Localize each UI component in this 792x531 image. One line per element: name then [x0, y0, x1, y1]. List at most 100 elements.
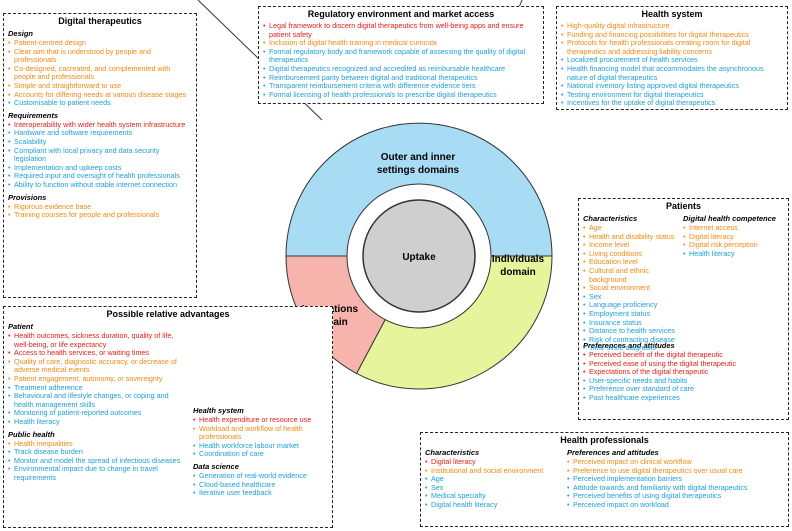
health-system-panel: Health system High-quality digital infra…: [556, 6, 788, 110]
list-item: Language proficiency: [583, 301, 679, 310]
list-item: Incentives for the uptake of digital the…: [561, 99, 783, 108]
list-item: Cloud-based healthcare: [193, 480, 331, 490]
list-item: Health and disability status: [583, 232, 679, 242]
list-item: Perceived implementation barriers: [567, 475, 787, 484]
health-system-advantages-list: Health expenditure or resource useWorklo…: [193, 415, 331, 459]
list-item: Preference to use digital therapeutics o…: [567, 466, 787, 476]
list-item: Legal framework to discern digital thera…: [263, 21, 539, 39]
list-item: Sex: [425, 483, 565, 493]
list-item: Institutional and social environment: [425, 466, 565, 476]
regulatory-panel: Regulatory environment and market access…: [258, 6, 544, 104]
outer-domain-label-line1: Outer and inner: [381, 152, 456, 163]
patients-panel: Patients Characteristics AgeHealth and d…: [578, 198, 789, 420]
uptake-core: [362, 199, 476, 313]
list-item: Cultural and ethnic background: [583, 266, 679, 284]
list-item: Interoperability with wider health syste…: [8, 120, 192, 130]
patient-advantages-list: Health outcomes, sickness duration, qual…: [8, 331, 190, 427]
list-item: Risk of contracting disease: [583, 335, 679, 345]
list-item: Internet access: [683, 223, 789, 233]
list-item: Time since diagnosis: [583, 344, 679, 353]
patients-preferences-list: Perceived benefit of the digital therape…: [583, 350, 784, 403]
patients-title: Patients: [665, 201, 701, 211]
list-item: Monitor and model the spread of infectio…: [8, 456, 190, 466]
list-item: Scalability: [8, 137, 192, 147]
list-item: Age: [583, 223, 679, 233]
individuals-label-line1: Individuals: [492, 254, 545, 265]
list-item: Perceived benefit of the digital therape…: [583, 350, 784, 360]
list-item: Health expenditure or resource use: [193, 415, 331, 425]
list-item: High-quality digital infrastructure: [561, 21, 783, 31]
provisions-heading: Provisions: [8, 192, 47, 202]
list-item: Iterative user feedback: [193, 489, 331, 498]
data-science-heading: Data science: [193, 461, 239, 471]
list-item: Perceived ease of using the digital ther…: [583, 359, 784, 369]
patients-characteristics-heading: Characteristics: [583, 214, 638, 223]
health-system-advantages-heading: Health system: [193, 406, 244, 415]
list-item: Perceived benefits of using digital ther…: [567, 492, 787, 501]
list-item: Education level: [583, 258, 679, 267]
health-system-title: Health system: [641, 9, 703, 19]
requirements-list: Interoperability with wider health syste…: [8, 120, 192, 190]
list-item: Social environment: [583, 284, 679, 293]
hp-characteristics-list: Digital literacyInstitutional and social…: [425, 457, 565, 510]
list-item: Health inequalities: [8, 439, 190, 449]
list-item: Digital risk perception: [683, 241, 789, 250]
digital-therapeutics-title: Digital therapeutics: [58, 16, 142, 26]
data-science-list: Generation of real-world evidenceCloud-b…: [193, 471, 331, 498]
public-health-list: Health inequalitiesTrack disease burdenM…: [8, 439, 190, 483]
hp-preferences-heading: Preferences and attitudes: [567, 448, 659, 457]
list-item: Monitoring of patient-reported outcomes: [8, 409, 190, 418]
design-list: Patient-centred designClear aim that is …: [8, 38, 192, 108]
list-item: Localized procurement of health services: [561, 56, 783, 65]
list-item: Perceived impact on workload: [567, 500, 787, 510]
list-item: Quality of care, diagnostic accuracy, or…: [8, 357, 190, 375]
list-item: Clear aim that is understood by people a…: [8, 47, 192, 65]
outer-domain-label-line2: settings domains: [377, 165, 460, 176]
advantages-title: Possible relative advantages: [106, 309, 230, 319]
list-item: Coordination of care: [193, 450, 331, 459]
individuals-domain: [355, 255, 553, 390]
advantages-panel: Possible relative advantages Patient Hea…: [3, 306, 333, 528]
list-item: Treatment adherence: [8, 383, 190, 393]
list-item: Testing environment for digital therapeu…: [561, 90, 783, 100]
list-item: Transparent reimbursement criteria with …: [263, 82, 539, 91]
list-item: Digital literacy: [683, 232, 789, 242]
provisions-list: Rigorous evidence baseTraining courses f…: [8, 202, 192, 220]
health-professionals-panel: Health professionals Characteristics Dig…: [420, 432, 789, 527]
list-item: Health workforce labour market: [193, 441, 331, 451]
list-item: Generation of real-world evidence: [193, 471, 331, 481]
list-item: Access to health services, or waiting ti…: [8, 349, 190, 358]
list-item: Hardware and software requirements: [8, 129, 192, 138]
list-item: Implementation and upkeep costs: [8, 163, 192, 173]
list-item: Health literacy: [8, 417, 190, 427]
list-item: Co-designed, cocreated, and complemented…: [8, 64, 192, 82]
list-item: Protocols for health professionals creat…: [561, 38, 783, 56]
list-item: Digital health literacy: [425, 500, 565, 510]
outer-settings-domain: [285, 122, 553, 257]
list-item: Attitude towards and familiarity with di…: [567, 483, 787, 493]
uptake-label: Uptake: [402, 252, 436, 263]
regulatory-title: Regulatory environment and market access: [307, 9, 495, 19]
design-heading: Design: [8, 29, 34, 38]
patients-competence-heading: Digital health competence: [683, 214, 776, 223]
list-item: Sex: [583, 292, 679, 302]
list-item: Accounts for differing needs at various …: [8, 90, 192, 100]
patients-competence-list: Internet accessDigital literacyDigital r…: [683, 223, 789, 258]
list-item: Digital therapeutics recognized and accr…: [263, 64, 539, 74]
list-item: Customisable to patient needs: [8, 99, 192, 108]
list-item: Formal regulatory body and framework cap…: [263, 47, 539, 65]
list-item: Compliant with local privacy and data se…: [8, 146, 192, 164]
requirements-heading: Requirements: [8, 110, 59, 120]
individuals-label-line2: domain: [500, 267, 536, 278]
list-item: Distance to health services: [583, 327, 679, 336]
list-item: Reimbursement parity between digital and…: [263, 73, 539, 83]
list-item: Health financing model that accommodates…: [561, 64, 783, 82]
list-item: Preference over standard of care: [583, 385, 784, 394]
list-item: Track disease burden: [8, 448, 190, 457]
list-item: Digital literacy: [425, 457, 565, 467]
list-item: Simple and straightforward to use: [8, 81, 192, 91]
patients-characteristics-list: AgeHealth and disability statusIncome le…: [583, 223, 679, 353]
list-item: Patient engagement, autonomy, or soverei…: [8, 374, 190, 384]
hp-characteristics-heading: Characteristics: [425, 448, 480, 457]
list-item: Past healthcare experiences: [583, 393, 784, 403]
